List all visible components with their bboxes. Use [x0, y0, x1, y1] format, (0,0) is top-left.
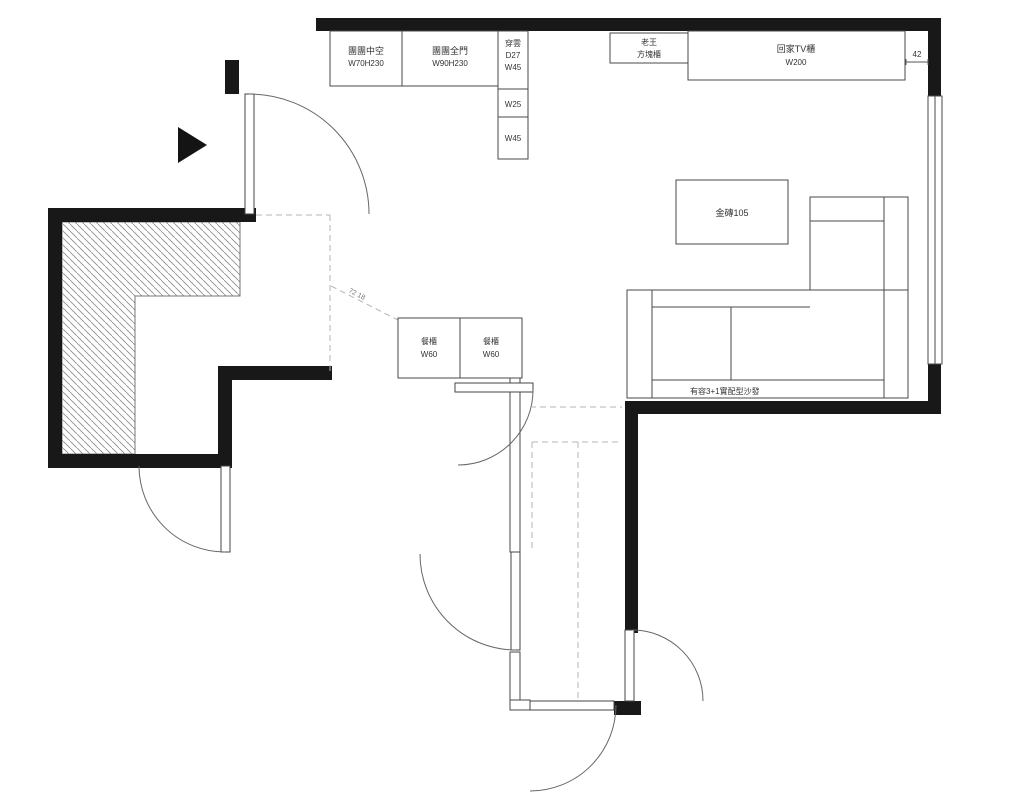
- wall-hall-top: [218, 366, 332, 380]
- hatched-shaft-area: [61, 221, 241, 455]
- dining-cabinet-right-size: W60: [483, 350, 500, 359]
- dining-cabinet-left-size: W60: [421, 350, 438, 359]
- sofa-main: [626, 289, 909, 399]
- wall-hall-left: [218, 366, 232, 468]
- wall-right-upper: [928, 18, 941, 96]
- tv-cabinet-name: 回家TV櫃: [777, 43, 816, 54]
- shelf-mid-box: [497, 88, 529, 118]
- cube-cabinet-name: 老王: [641, 37, 657, 47]
- dining-cabinet-right-box: [459, 317, 523, 379]
- entry-door-swing-arc: [248, 93, 370, 215]
- right-room-door-swing-arc: [631, 629, 704, 702]
- dining-cabinets: 餐櫃 W60 餐櫃 W60: [397, 317, 523, 379]
- dining-cabinet-left-name: 餐櫃: [421, 336, 437, 346]
- sofa: 有容3+1實配型沙發: [626, 196, 909, 399]
- tv-cabinet-size: W200: [786, 58, 807, 67]
- shelf-depth: D27: [506, 51, 521, 60]
- top-cabinets: 團團中空 W70H230 團團全門 W90H230 穿雲 D27 W45 W25…: [329, 30, 906, 160]
- tv-cabinet-box: [687, 30, 906, 81]
- corridor-partition: [509, 377, 531, 711]
- entry-door-leaf: [244, 93, 255, 215]
- cabinet-door-name: 團團全門: [432, 45, 468, 56]
- cube-cabinet-type: 方塊櫃: [637, 49, 661, 59]
- wall-closet-top: [48, 208, 256, 222]
- closet-door-swing-arc: [138, 465, 226, 553]
- corridor-wall-upper: [509, 377, 521, 553]
- wall-corridor-right: [625, 401, 638, 633]
- shelf-width-1: W45: [505, 63, 522, 72]
- wall-bottom-corner: [614, 701, 641, 715]
- shelf-bottom-box: [497, 116, 529, 160]
- coffee-table-name: 金磚105: [715, 207, 748, 218]
- dim-entry-value: 72 18: [347, 288, 366, 302]
- doors: [138, 93, 704, 792]
- dining-door-swing-arc: [457, 389, 534, 466]
- wall-closet-bottom: [48, 454, 232, 468]
- dashed-lines: [256, 214, 622, 698]
- right-room-door-leaf: [624, 629, 635, 702]
- bottom-door-leaf: [529, 700, 615, 711]
- coffee-table: 金磚105: [675, 179, 789, 245]
- walls: [48, 18, 941, 715]
- corridor-door-leaf: [510, 551, 521, 651]
- closet-door-leaf: [220, 465, 231, 553]
- dining-cabinet-left-box: [397, 317, 461, 379]
- dash-entry-diagonal: [330, 285, 399, 321]
- sofa-label: 有容3+1實配型沙發: [690, 386, 760, 396]
- dining-door-leaf: [454, 382, 534, 393]
- wall-entry-stub: [225, 60, 239, 94]
- corridor-wall-bottom: [509, 699, 531, 711]
- shelf-width-2: W25: [505, 100, 522, 109]
- dining-cabinet-right-name: 餐櫃: [483, 336, 499, 346]
- coffee-table-box: [675, 179, 789, 245]
- corridor-door-swing-arc: [419, 553, 517, 651]
- wall-closet-left: [48, 208, 62, 468]
- cabinet-open-size: W70H230: [348, 59, 384, 68]
- shelf-name: 穿雲: [505, 38, 521, 48]
- wall-living-bottom: [625, 401, 941, 414]
- cube-cabinet-box: [609, 32, 689, 64]
- dimension-tv-gap: 42: [905, 50, 929, 65]
- corridor-wall-lower: [509, 651, 521, 703]
- dim-tv-gap-value: 42: [913, 50, 922, 59]
- shelf-width-3: W45: [505, 134, 522, 143]
- cabinet-door-size: W90H230: [432, 59, 468, 68]
- cabinet-open-name: 團團中空: [348, 45, 384, 56]
- wall-top: [316, 18, 941, 31]
- entry-arrow-icon: [178, 127, 207, 163]
- bottom-door-swing-arc: [529, 704, 617, 792]
- window-right: [927, 95, 943, 365]
- cabinet-door-box: [401, 30, 499, 87]
- shelf-top-box: [497, 30, 529, 90]
